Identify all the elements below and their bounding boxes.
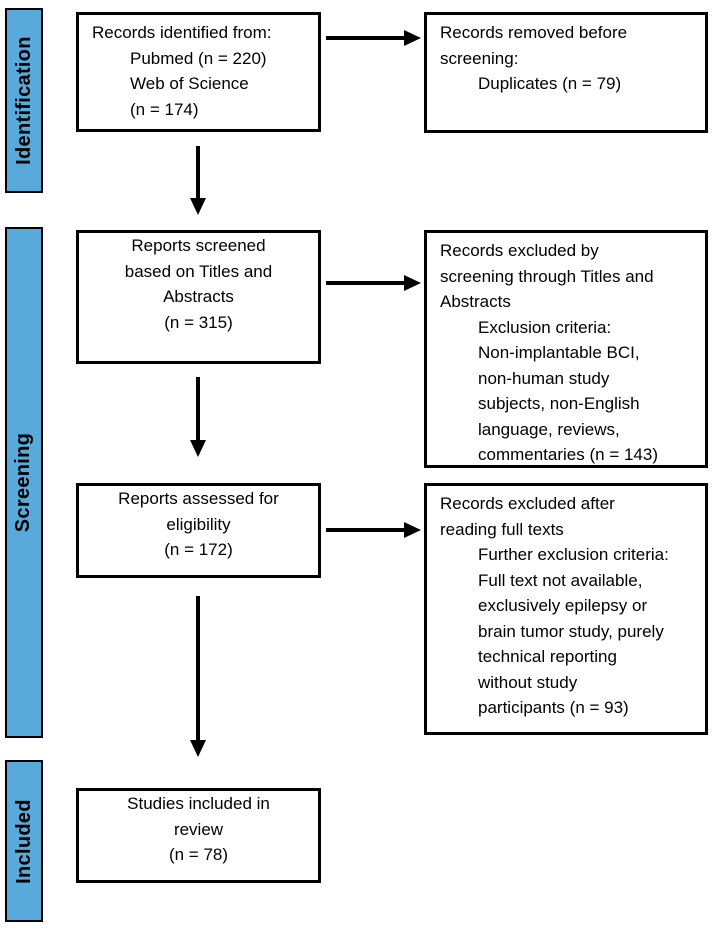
down-arrowhead-icon bbox=[190, 440, 206, 457]
box-line: language, reviews, bbox=[478, 419, 620, 439]
box-line: Pubmed (n = 220) bbox=[130, 48, 267, 68]
box-line: Records removed before bbox=[440, 23, 628, 42]
down-arrow-identified-to-screened bbox=[196, 146, 200, 199]
box-line: Further exclusion criteria: bbox=[478, 545, 669, 564]
right-arrowhead-icon bbox=[404, 275, 421, 291]
down-arrow-screened-to-assessed bbox=[196, 377, 200, 441]
stage-label-identification: Identification bbox=[12, 36, 35, 165]
box-line: (n = 315) bbox=[164, 312, 233, 332]
box-line: review bbox=[173, 819, 224, 839]
box-line: reading full texts bbox=[440, 519, 564, 539]
right-arrow-identified-to-removed bbox=[326, 36, 405, 40]
stage-band-screening: Screening bbox=[5, 227, 43, 738]
box-line: Records identified from: bbox=[92, 23, 272, 42]
down-arrowhead-icon bbox=[190, 740, 206, 757]
box-records-excluded-screening: Records excluded by screening through Ti… bbox=[424, 230, 708, 468]
box-line: participants (n = 93) bbox=[478, 698, 629, 717]
box-line: based on Titles and bbox=[124, 261, 273, 281]
box-line: Reports assessed for bbox=[118, 489, 279, 508]
box-line: Full text not available, bbox=[478, 570, 643, 590]
stage-label-screening: Screening bbox=[12, 432, 35, 533]
box-line: Records excluded by bbox=[440, 241, 599, 260]
box-line: subjects, non-English bbox=[478, 394, 640, 413]
box-studies-included: Studies included in review (n = 78) bbox=[76, 788, 321, 883]
box-line: Records excluded after bbox=[440, 494, 615, 513]
box-line: without study bbox=[478, 672, 578, 692]
down-arrow-assessed-to-included bbox=[196, 596, 200, 741]
stage-band-identification: Identification bbox=[5, 8, 43, 193]
right-arrow-assessed-to-excluded bbox=[326, 528, 405, 532]
box-line: technical reporting bbox=[478, 647, 617, 666]
box-line: (n = 78) bbox=[168, 845, 229, 864]
stage-label-included: Included bbox=[12, 798, 35, 884]
box-line: Reports screened bbox=[131, 236, 266, 255]
box-line: screening through Titles and bbox=[440, 266, 654, 286]
down-arrowhead-icon bbox=[190, 198, 206, 215]
box-reports-screened: Reports screened based on Titles and Abs… bbox=[76, 230, 321, 364]
box-line: brain tumor study, purely bbox=[478, 621, 664, 641]
box-line: Web of Science bbox=[130, 74, 249, 93]
box-line: exclusively epilepsy or bbox=[478, 596, 648, 615]
box-line: Exclusion criteria: bbox=[478, 317, 612, 337]
stage-band-included: Included bbox=[5, 760, 43, 922]
right-arrowhead-icon bbox=[404, 522, 421, 538]
box-reports-assessed: Reports assessed for eligibility (n = 17… bbox=[76, 483, 321, 578]
box-records-identified: Records identified from: Pubmed (n = 220… bbox=[76, 12, 321, 132]
box-line: commentaries (n = 143) bbox=[478, 445, 658, 464]
right-arrowhead-icon bbox=[404, 30, 421, 46]
box-line: (n = 172) bbox=[164, 540, 233, 559]
box-line: Abstracts bbox=[163, 287, 234, 306]
box-records-removed: Records removed before screening: Duplic… bbox=[424, 12, 708, 133]
box-line: Non-implantable BCI, bbox=[478, 343, 640, 362]
box-line: Duplicates (n = 79) bbox=[478, 74, 622, 93]
box-line: non-human study bbox=[478, 368, 610, 388]
box-records-excluded-fulltext: Records excluded after reading full text… bbox=[424, 483, 708, 735]
box-line: Abstracts bbox=[440, 292, 511, 311]
right-arrow-screened-to-excluded bbox=[326, 281, 405, 285]
box-line: (n = 174) bbox=[130, 99, 199, 119]
box-line: eligibility bbox=[166, 514, 231, 534]
box-line: screening: bbox=[440, 48, 519, 68]
box-line: Studies included in bbox=[127, 794, 270, 813]
